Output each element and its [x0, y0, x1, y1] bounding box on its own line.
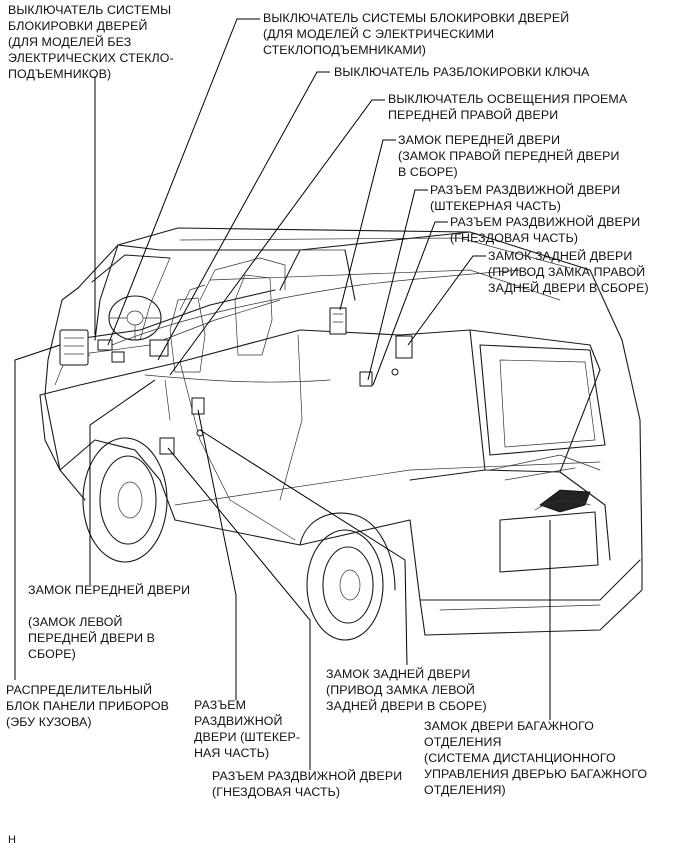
label-front-door-lock-lh: ЗАМОК ПЕРЕДНЕЙ ДВЕРИ (ЗАМОК ЛЕВОЙ ПЕРЕДН…	[28, 583, 191, 661]
label-back-door-lock: ЗАМОК ДВЕРИ БАГАЖНОГО ОТДЕЛЕНИЯ (СИСТЕМА…	[424, 719, 648, 797]
label-slide-door-connector-jack-lh: РАЗЪЕМ РАЗДВИЖНОЙ ДВЕРИ (ГНЕЗДОВАЯ ЧАСТЬ…	[212, 769, 403, 799]
leader-lines	[14, 18, 551, 770]
components	[59, 307, 591, 513]
label-key-unlock-switch: ВЫКЛЮЧАТЕЛЬ РАЗБЛОКИРОВКИ КЛЮЧА	[334, 65, 590, 79]
van-body	[39, 227, 643, 641]
label-rear-door-lock-lh: ЗАМОК ЗАДНЕЙ ДВЕРИ (ПРИВОД ЗАМКА ЛЕВОЙ З…	[326, 667, 487, 713]
footer-figure-code: H	[8, 834, 17, 846]
label-front-door-lock-rh: ЗАМОК ПЕРЕДНЕЙ ДВЕРИ (ЗАМОК ПРАВОЙ ПЕРЕД…	[398, 133, 620, 179]
label-front-rh-door-courtesy-switch: ВЫКЛЮЧАТЕЛЬ ОСВЕЩЕНИЯ ПРОЕМА ПЕРЕДНЕЙ ПР…	[388, 92, 628, 122]
label-door-lock-switch-with-power-windows: ВЫКЛЮЧАТЕЛЬ СИСТЕМЫ БЛОКИРОВКИ ДВЕРЕЙ (Д…	[263, 11, 570, 57]
label-slide-door-connector-plug: РАЗЪЕМ РАЗДВИЖНОЙ ДВЕРИ (ШТЕКЕРНАЯ ЧАСТЬ…	[430, 183, 621, 213]
label-slide-door-connector-jack: РАЗЪЕМ РАЗДВИЖНОЙ ДВЕРИ (ГНЕЗДОВАЯ ЧАСТЬ…	[450, 215, 641, 245]
label-door-lock-switch-without-power-windows: ВЫКЛЮЧАТЕЛЬ СИСТЕМЫ БЛОКИРОВКИ ДВЕРЕЙ (Д…	[8, 3, 174, 81]
label-slide-door-connector-plug-lh: РАЗЪЕМ РАЗДВИЖНОЙ ДВЕРИ (ШТЕКЕР- НАЯ ЧАС…	[194, 698, 301, 760]
label-rear-door-lock-rh: ЗАМОК ЗАДНЕЙ ДВЕРИ (ПРИВОД ЗАМКА ПРАВОЙ …	[488, 249, 649, 295]
label-instrument-panel-junction-block: РАСПРЕДЕЛИТЕЛЬНЫЙ БЛОК ПАНЕЛИ ПРИБОРОВ (…	[6, 683, 170, 729]
